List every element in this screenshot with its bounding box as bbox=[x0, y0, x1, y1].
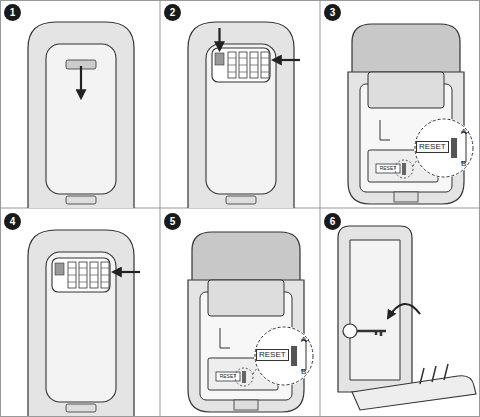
door-hook bbox=[420, 364, 448, 384]
step-number: 3 bbox=[324, 4, 341, 21]
step-number: 4 bbox=[4, 213, 21, 230]
reset-label: RESET bbox=[256, 349, 289, 361]
dial-window bbox=[212, 48, 270, 82]
zoom-detail: RESET A B bbox=[414, 118, 474, 178]
position-letter: B bbox=[301, 367, 306, 377]
push-arrow bbox=[113, 271, 140, 273]
lockbox-closed bbox=[28, 22, 134, 208]
part-label: RESET bbox=[216, 373, 240, 380]
zoom-circle bbox=[415, 119, 473, 177]
push-arrow bbox=[218, 28, 220, 50]
position-letter: B bbox=[461, 159, 466, 169]
position-letter: A bbox=[301, 335, 306, 345]
lockbox-interior bbox=[350, 240, 400, 380]
callout-number: 5 bbox=[164, 213, 181, 230]
zoom-circle bbox=[255, 327, 313, 385]
zoom-detail: RESET A B bbox=[254, 326, 314, 386]
callout-number: 3 bbox=[324, 4, 341, 21]
step-number: 5 bbox=[164, 213, 181, 230]
push-arrow bbox=[273, 59, 300, 61]
step-number: 2 bbox=[164, 4, 181, 21]
lockbox-open bbox=[348, 24, 474, 204]
part-label: RESET bbox=[376, 165, 400, 172]
lockbox-open bbox=[188, 232, 314, 412]
lockbox-closed bbox=[28, 230, 134, 416]
step-number: 1 bbox=[4, 4, 21, 21]
hang-arrow bbox=[388, 304, 420, 318]
lockbox-body bbox=[338, 226, 412, 392]
lockbox-closed bbox=[188, 22, 294, 208]
callout-number: 1 bbox=[4, 4, 21, 21]
position-letter: A bbox=[461, 127, 466, 137]
key-head bbox=[343, 324, 357, 338]
callout-number: 2 bbox=[164, 4, 181, 21]
key-shaft bbox=[357, 331, 386, 336]
callout-number: 4 bbox=[4, 213, 21, 230]
open-door bbox=[352, 376, 476, 410]
dial-window bbox=[52, 258, 110, 292]
reset-label: RESET bbox=[416, 141, 449, 153]
step-number: 6 bbox=[324, 213, 341, 230]
push-arrow bbox=[80, 66, 82, 98]
callout-number: 6 bbox=[324, 213, 341, 230]
